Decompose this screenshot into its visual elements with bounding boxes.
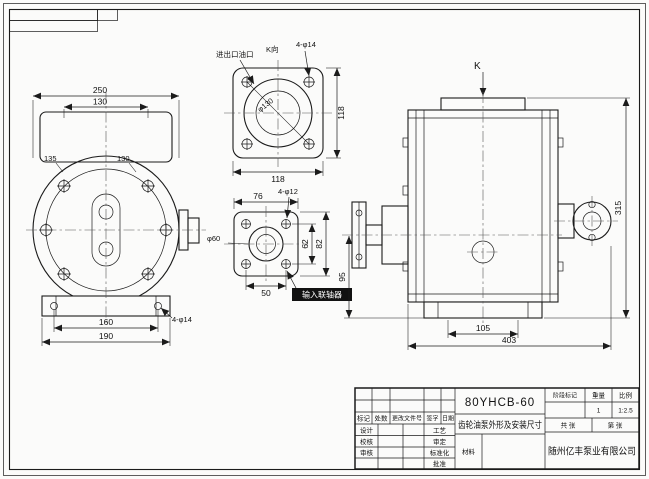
dim-190: 190 [99, 331, 113, 341]
coupling-dimensions: 76 4-φ12 φ60 62 82 50 [207, 187, 330, 298]
tb-model: 80YHCB-60 [465, 397, 535, 409]
tb-approve: 批准 [433, 459, 447, 468]
dim-95: 95 [337, 272, 347, 282]
tb-mark: 标记 [357, 414, 371, 423]
dim-82: 82 [314, 239, 324, 249]
label-input-coupling: 输入联轴器 [302, 290, 342, 300]
label-port: 进出口油口 [216, 49, 254, 59]
label-bolt-circle: φ130 [256, 96, 275, 114]
k-view-centerlines [224, 60, 332, 167]
tb-verify: 审定 [433, 437, 447, 446]
input-shaft-assembly [351, 201, 409, 269]
label-k-holes: 4-φ14 [296, 40, 316, 49]
tb-sheet-total: 共 张 [561, 421, 576, 430]
dim-118-height: 118 [336, 106, 346, 120]
dim-105: 105 [476, 323, 490, 333]
coupling-label-box [292, 288, 352, 301]
label-135: 135 [44, 154, 57, 163]
side-dimensions: 95 315 105 403 [337, 97, 630, 350]
label-130: 130 [117, 154, 130, 163]
tb-weight-value: 1 [597, 408, 601, 415]
dim-76: 76 [253, 191, 263, 201]
tb-sign: 签字 [426, 415, 438, 423]
tb-scale-label: 比例 [619, 391, 632, 400]
side-port-flange [554, 196, 618, 246]
tb-sheet-no: 第 张 [608, 421, 623, 430]
tb-company: 随州亿丰泵业有限公司 [548, 446, 636, 458]
border-outer [3, 3, 646, 476]
coupling-view: 76 4-φ12 φ60 62 82 50 输入联轴器 [207, 187, 352, 301]
k-view: 进出口油口 K向 4-φ14 φ130 118 118 [216, 40, 346, 184]
dim-315: 315 [613, 201, 623, 215]
front-dimensions: 250 130 135 130 160 190 4-φ14 [32, 85, 192, 346]
side-centerlines [342, 92, 562, 326]
tb-check: 校核 [360, 437, 374, 446]
label-k-arrow: K [474, 61, 481, 72]
tb-doc: 更改文件号 [392, 415, 422, 423]
label-4-d12: 4-φ12 [278, 187, 298, 196]
dim-130: 130 [93, 97, 107, 107]
sheet-corner-table [9, 9, 118, 32]
title-block-grid [355, 388, 639, 469]
tb-review: 审核 [360, 448, 374, 457]
k-direction-arrow: K [474, 61, 487, 96]
tb-scale-value: 1:2.5 [618, 408, 633, 415]
label-base-holes: 4-φ14 [172, 315, 192, 324]
dim-118-width: 118 [271, 174, 285, 184]
dim-403: 403 [502, 335, 516, 345]
title-block-frame [354, 387, 640, 470]
border-inner [8, 8, 641, 471]
label-d60: φ60 [207, 234, 220, 243]
tb-material: 材料 [462, 447, 476, 456]
tb-standard: 标准化 [430, 448, 450, 457]
dim-250: 250 [93, 85, 107, 95]
tb-weight-label: 重量 [592, 392, 606, 400]
dim-50: 50 [261, 288, 271, 298]
k-view-dimensions: 118 118 [232, 67, 346, 184]
title-block: 标记 处数 更改文件号 签字 日期 设计 校核 审核 工艺 审定 标准化 批准 … [354, 387, 640, 470]
front-centerlines [26, 92, 206, 324]
tb-process: 工艺 [433, 427, 447, 435]
dim-62: 62 [300, 239, 310, 249]
coupling-bolt-holes [241, 219, 291, 269]
tb-design: 设计 [360, 426, 374, 435]
side-view: K [337, 61, 630, 350]
k-view-labels: 进出口油口 K向 4-φ14 φ130 [216, 40, 316, 114]
tb-count: 处数 [375, 414, 389, 423]
tb-date: 日期 [442, 415, 454, 423]
title-block-texts: 标记 处数 更改文件号 签字 日期 设计 校核 审核 工艺 审定 标准化 批准 … [357, 391, 636, 469]
tb-stage-mark: 阶段标记 [553, 392, 577, 400]
label-view-k: K向 [266, 44, 279, 54]
dim-160: 160 [99, 317, 113, 327]
tb-name: 齿轮油泵外形及安装尺寸 [458, 419, 542, 430]
coupling-centerlines [224, 206, 308, 284]
front-view: 250 130 135 130 160 190 4-φ14 [26, 85, 206, 346]
coupling-callout: 输入联轴器 [286, 270, 352, 301]
